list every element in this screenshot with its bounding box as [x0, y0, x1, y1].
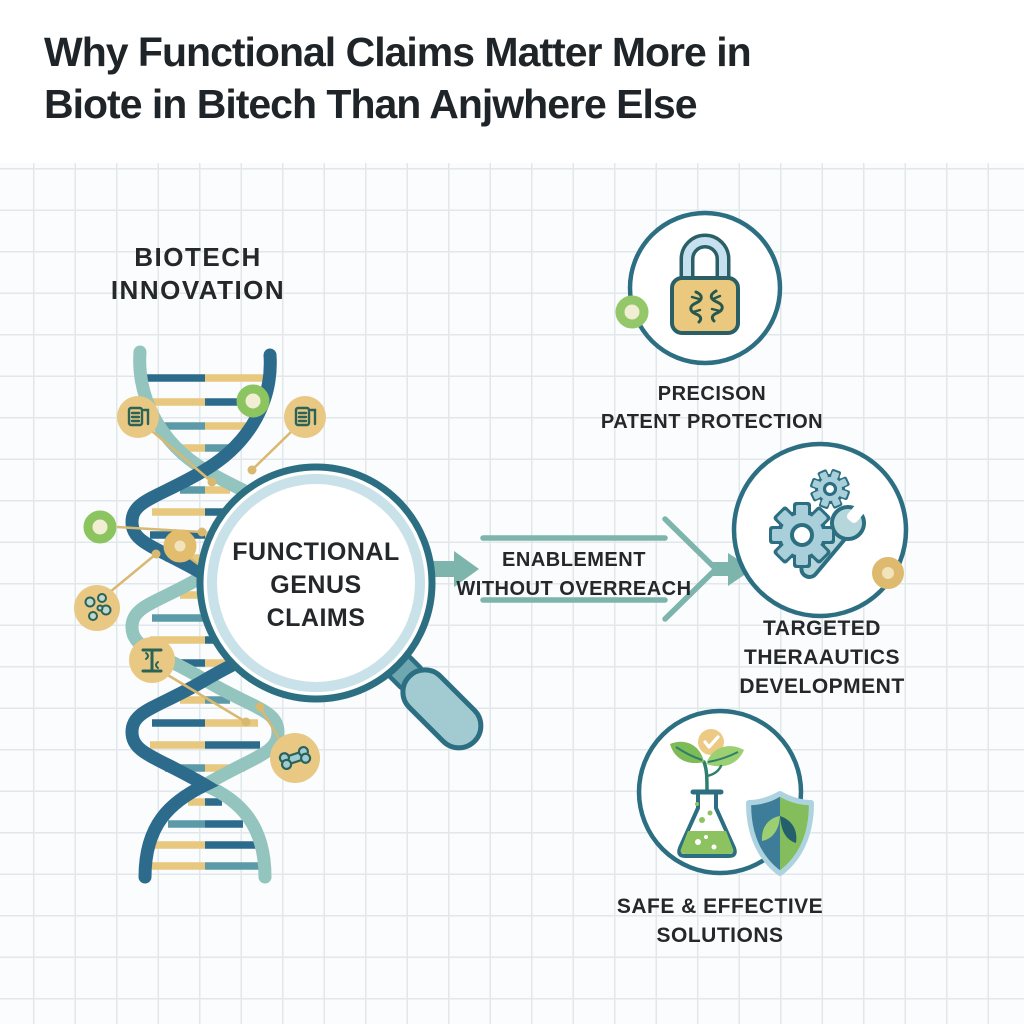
molecule-icon: [74, 585, 120, 631]
document-icon: [117, 396, 159, 438]
title-line-2: Biote in Bitech Than Anjwhere Else: [44, 81, 698, 127]
functional-genus-claims-label: FUNCTIONAL GENUS CLAIMS: [213, 536, 419, 635]
small-arrow-right: [713, 553, 753, 586]
gears-wrench-icon: [731, 441, 909, 619]
magnifier-inner-ring: [207, 474, 425, 692]
magnifier-label-line1: FUNCTIONAL: [232, 538, 400, 566]
magnifier-lens: [196, 463, 436, 703]
flask-glyph: [677, 789, 737, 858]
outcome2-line3: DEVELOPMENT: [739, 675, 905, 698]
magnifier-label-line2: GENUS: [270, 571, 362, 599]
outcome1-line1: PRECISON: [657, 383, 767, 405]
outcome2-line2: THERAAUTICS: [744, 646, 900, 669]
flow-label-line1: ENABLEMENT: [502, 549, 646, 571]
outcome1-line2: PATENT PROTECTION: [600, 411, 824, 433]
small-arrow-left: [430, 551, 479, 587]
magnifier-label-line3: CLAIMS: [266, 604, 366, 632]
outcome2-line1: TARGETED: [763, 617, 881, 640]
document-icon: [284, 396, 326, 438]
gold-dot-icon: [872, 557, 904, 589]
gear-small-glyph: [810, 469, 850, 509]
title-line-1: Why Functional Claims Matter More in: [44, 29, 752, 75]
gold-dot-icon: [163, 529, 197, 563]
bone-icon: [270, 733, 320, 783]
flask-plant-shield-icon: [636, 708, 814, 876]
outcome3-line1: SAFE & EFFECTIVE: [616, 895, 824, 918]
precision-patent-label: PRECISON PATENT PROTECTION: [552, 380, 872, 436]
green-dot-icon: [236, 384, 270, 418]
shield-glyph: [746, 791, 814, 876]
flow-arrow-icon: [430, 516, 753, 622]
green-dot-icon: [83, 510, 117, 544]
green-dot-icon: [615, 295, 649, 329]
outcome3-line2: SOLUTIONS: [656, 924, 784, 947]
targeted-therapeutics-label: TARGETED THERAAUTICS DEVELOPMENT: [662, 614, 982, 701]
page-title: Why Functional Claims Matter More in Bio…: [44, 26, 924, 130]
padlock-icon: [615, 210, 783, 366]
check-coin-icon: [698, 729, 724, 755]
column-icon: [129, 637, 175, 683]
dna-strand-light: [125, 345, 285, 884]
biotech-label-line1: BIOTECH: [134, 242, 262, 272]
padlock-glyph: [670, 233, 740, 335]
magnifying-glass-icon: [196, 463, 484, 751]
safe-effective-label: SAFE & EFFECTIVE SOLUTIONS: [560, 892, 880, 950]
gear-large-glyph: [769, 502, 835, 568]
biotech-innovation-label: BIOTECH INNOVATION: [92, 241, 304, 307]
biotech-label-line2: INNOVATION: [110, 275, 286, 305]
enablement-label: ENABLEMENT WITHOUT OVERREACH: [446, 546, 702, 604]
flow-label-line2: WITHOUT OVERREACH: [456, 578, 692, 600]
plant-glyph: [670, 741, 744, 794]
